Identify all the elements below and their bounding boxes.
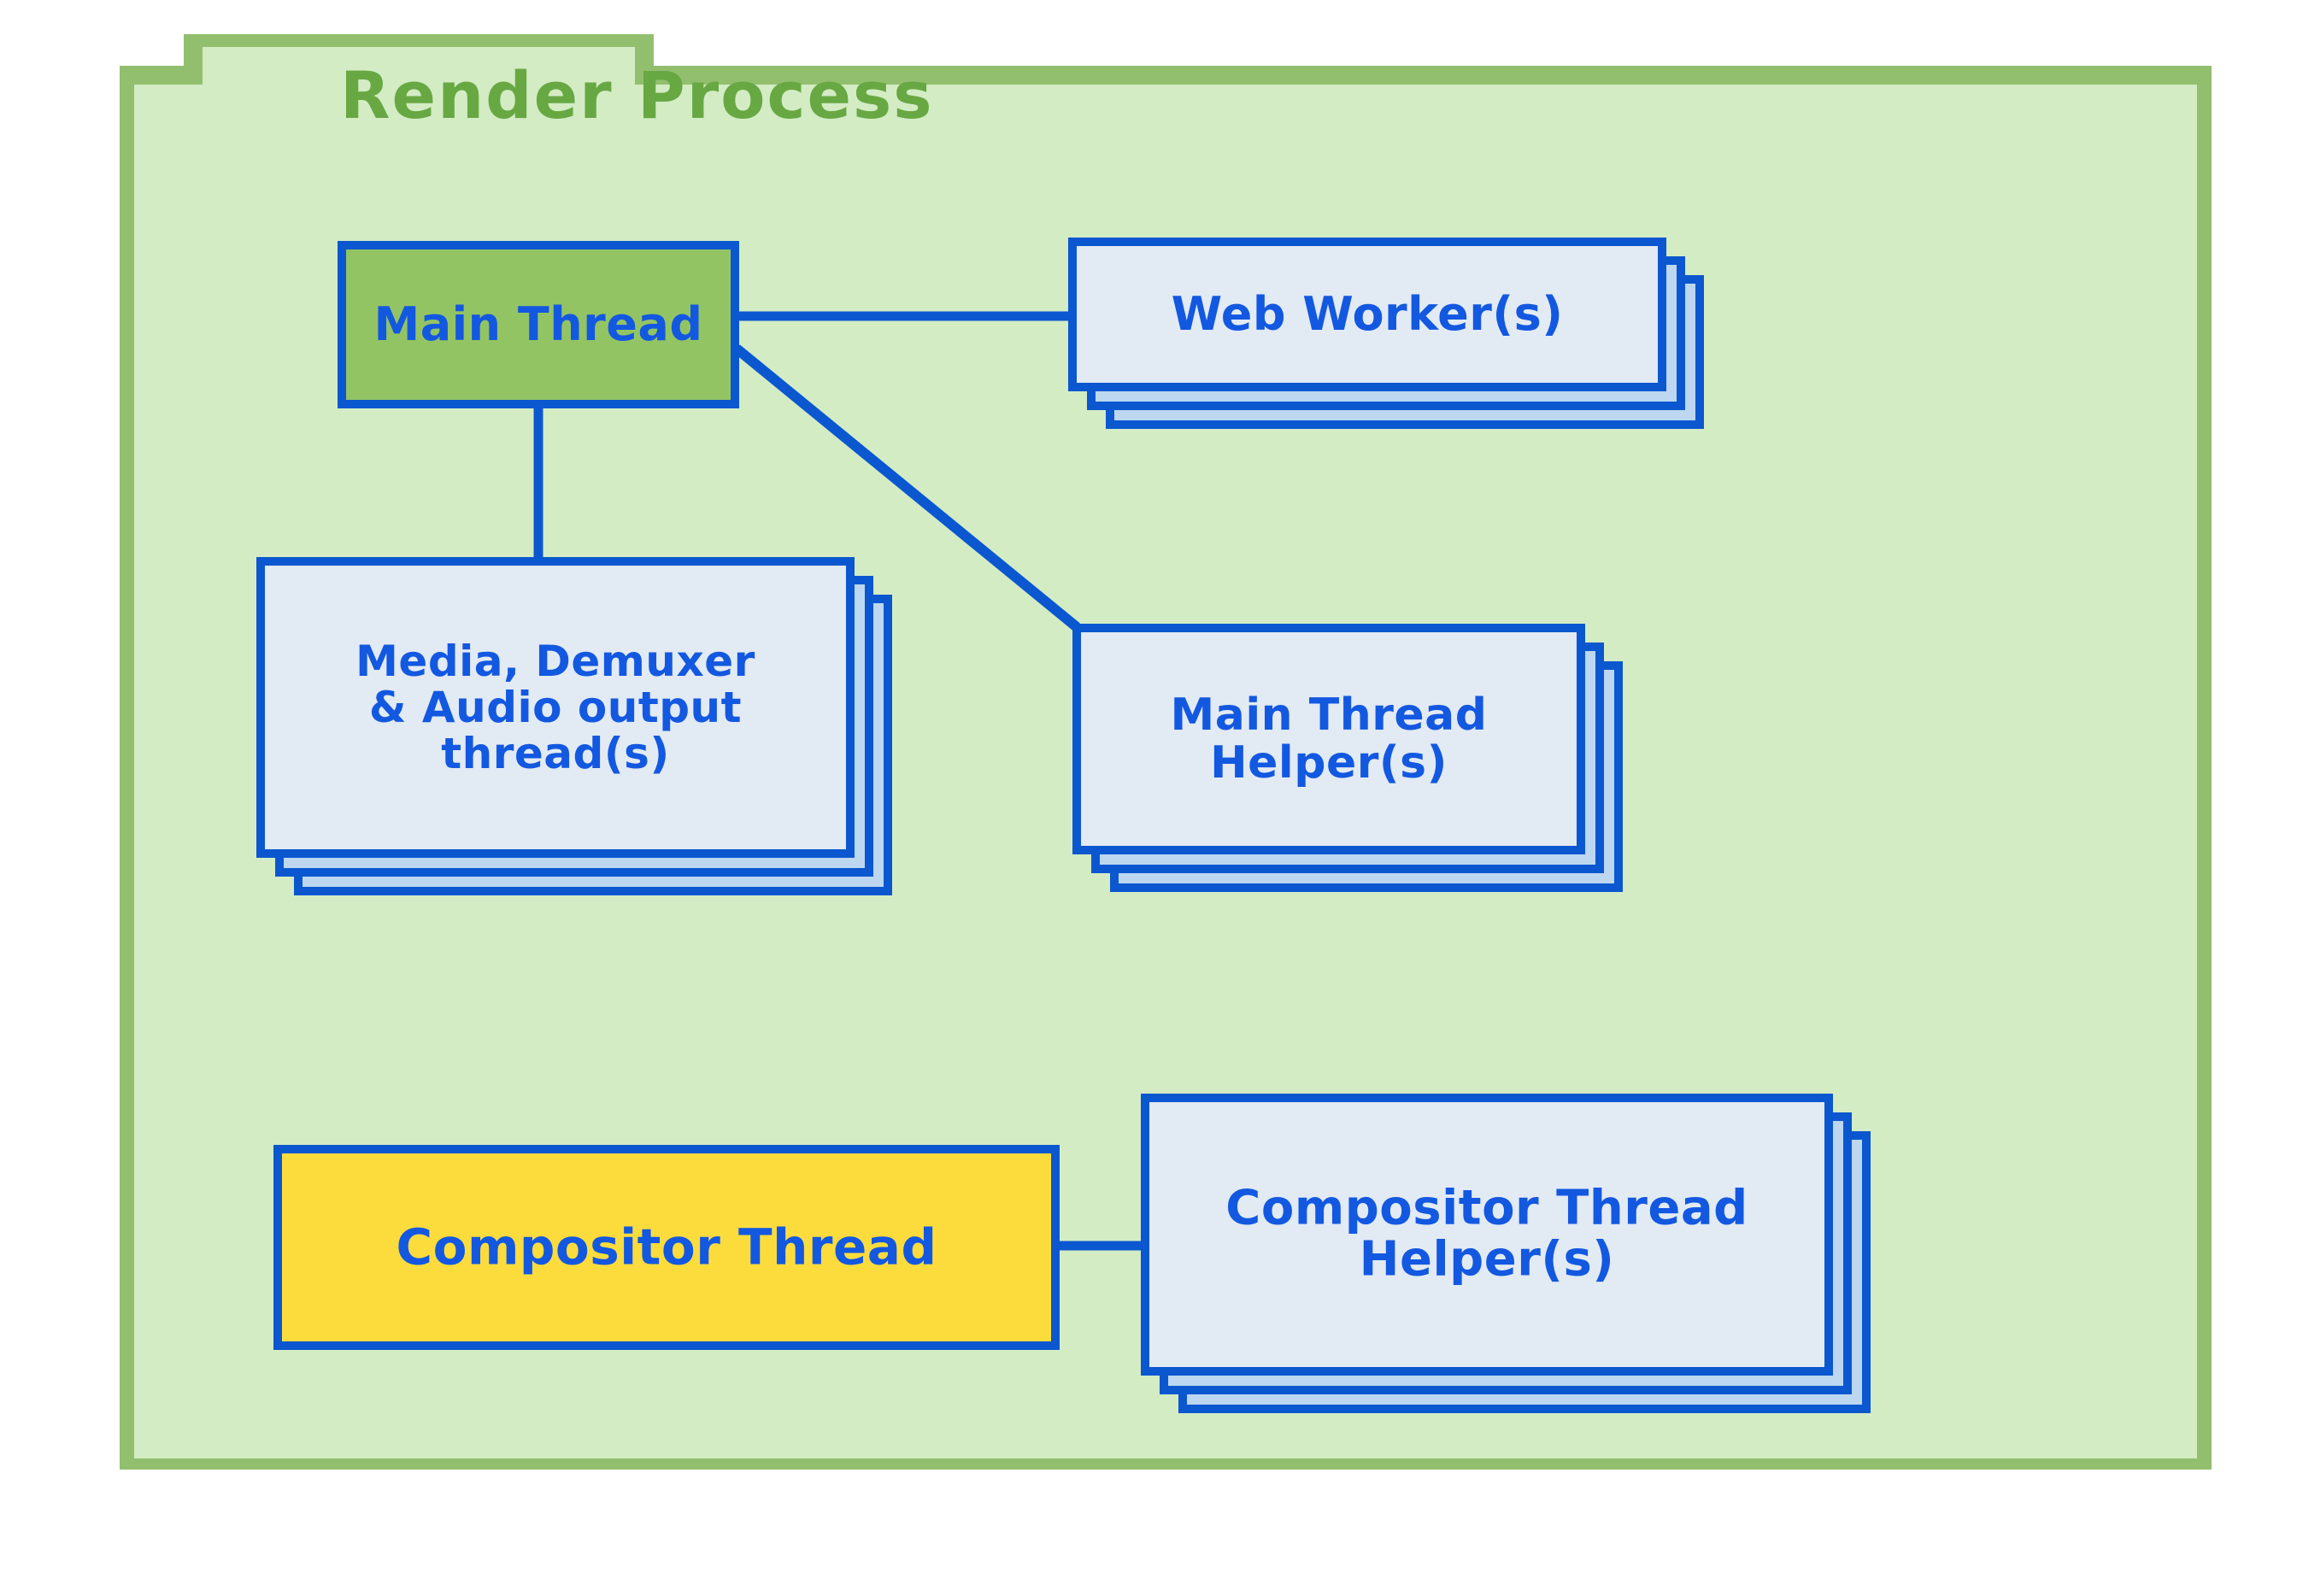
node-compositor-thread-helper-label: Compositor Thread Helper(s) <box>1225 1180 1748 1288</box>
node-web-worker-label: Web Worker(s) <box>1171 286 1564 341</box>
node-main-thread-helper-card[interactable]: Main Thread Helper(s) <box>1072 624 1585 854</box>
node-web-worker[interactable]: Web Worker(s) <box>1068 238 1704 429</box>
node-media-label: Media, Demuxer & Audio output thread(s) <box>355 637 755 778</box>
node-main-thread-card[interactable]: Main Thread <box>338 241 739 408</box>
node-web-worker-card[interactable]: Web Worker(s) <box>1068 238 1666 391</box>
node-main-thread-label: Main Thread <box>373 296 703 351</box>
node-main-thread-helper-label: Main Thread Helper(s) <box>1170 689 1488 789</box>
node-compositor-thread-label: Compositor Thread <box>396 1218 937 1276</box>
node-media-card[interactable]: Media, Demuxer & Audio output thread(s) <box>256 557 855 858</box>
node-main-thread[interactable]: Main Thread <box>338 241 739 408</box>
node-compositor-thread-card[interactable]: Compositor Thread <box>273 1145 1060 1350</box>
node-media-demuxer-audio[interactable]: Media, Demuxer & Audio output thread(s) <box>256 557 892 895</box>
render-process-container: Render Process Main Thread Web Worker(s) <box>120 34 2212 1470</box>
node-compositor-thread-helper[interactable]: Compositor Thread Helper(s) <box>1141 1094 1871 1413</box>
node-compositor-thread[interactable]: Compositor Thread <box>273 1145 1060 1350</box>
page-title: Render Process <box>340 57 934 133</box>
node-compositor-thread-helper-card[interactable]: Compositor Thread Helper(s) <box>1141 1094 1833 1376</box>
node-main-thread-helper[interactable]: Main Thread Helper(s) <box>1072 624 1623 892</box>
